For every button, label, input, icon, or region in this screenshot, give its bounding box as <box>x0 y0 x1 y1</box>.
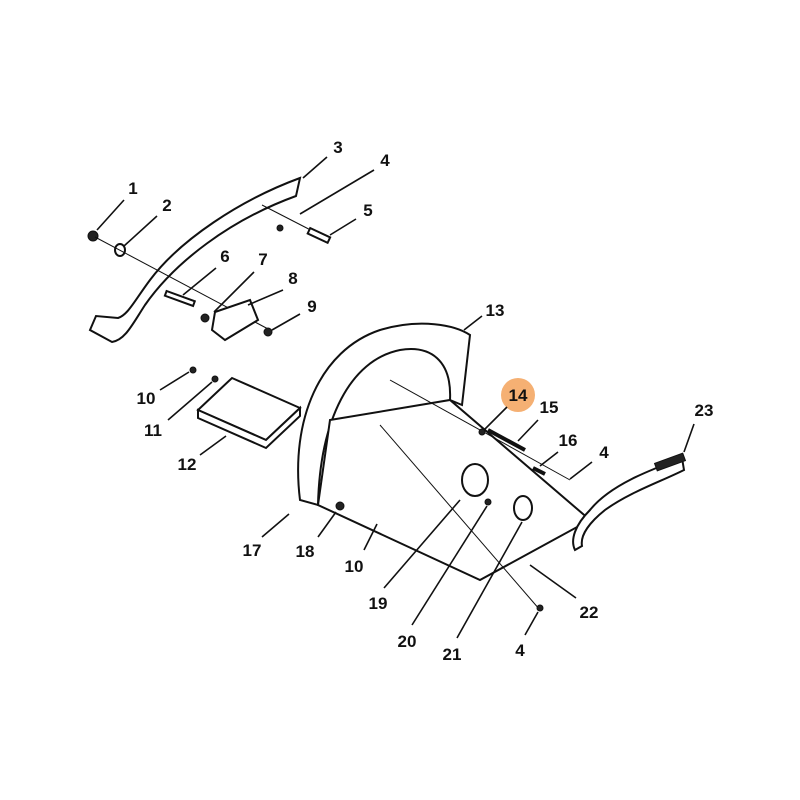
part-handle <box>572 456 686 552</box>
callout-18[interactable]: 18 <box>296 542 315 561</box>
callout-6[interactable]: 6 <box>220 247 229 266</box>
callout-17[interactable]: 17 <box>243 541 262 560</box>
callout-20[interactable]: 20 <box>398 632 417 651</box>
part-ring <box>513 495 533 521</box>
callout-7[interactable]: 7 <box>258 250 267 269</box>
part-knob <box>87 230 99 242</box>
part-housing <box>316 398 592 582</box>
part-pin <box>306 226 332 245</box>
callout-19[interactable]: 19 <box>369 594 388 613</box>
callout-11[interactable]: 11 <box>144 421 162 440</box>
part-screw <box>276 224 284 232</box>
part-guard <box>297 322 472 507</box>
highlight-marker[interactable] <box>501 378 535 412</box>
callout-10[interactable]: 10 <box>345 557 364 576</box>
callout-10[interactable]: 10 <box>137 389 156 408</box>
callout-22[interactable]: 22 <box>580 603 599 622</box>
callout-4[interactable]: 4 <box>599 443 609 462</box>
callout-8[interactable]: 8 <box>288 269 297 288</box>
callout-14[interactable]: 14 <box>509 386 528 405</box>
part-screw <box>536 604 544 612</box>
part-screw <box>484 498 492 506</box>
callout-4[interactable]: 4 <box>515 641 525 660</box>
callout-15[interactable]: 15 <box>540 398 559 417</box>
part-arm <box>88 176 302 344</box>
part-nut <box>263 327 273 337</box>
callout-12[interactable]: 12 <box>178 455 197 474</box>
callout-labels: 1 2 3 4 5 6 7 8 9 10 11 12 13 14 15 16 4… <box>128 138 713 664</box>
part-nut <box>335 501 345 511</box>
part-bearing <box>461 463 489 497</box>
callout-13[interactable]: 13 <box>486 301 505 320</box>
part-handle-grip <box>653 452 687 472</box>
part-washer-small <box>211 375 219 383</box>
callout-5[interactable]: 5 <box>363 201 372 220</box>
part-screw <box>478 428 486 436</box>
callout-4[interactable]: 4 <box>380 151 390 170</box>
part-bracket-plate <box>210 298 260 342</box>
leader-lines <box>96 156 695 639</box>
callout-3[interactable]: 3 <box>333 138 342 157</box>
part-pin-small <box>532 466 546 476</box>
part-spring <box>487 428 526 452</box>
callout-23[interactable]: 23 <box>695 401 714 420</box>
part-tray-edge <box>197 405 301 450</box>
part-nut <box>200 313 210 323</box>
parts <box>87 176 687 612</box>
callout-21[interactable]: 21 <box>443 645 462 664</box>
callout-2[interactable]: 2 <box>162 196 171 215</box>
callout-9[interactable]: 9 <box>307 297 316 316</box>
axis-line <box>379 424 541 611</box>
part-bolt <box>163 289 197 308</box>
callout-1[interactable]: 1 <box>128 179 137 198</box>
part-screw <box>189 366 197 374</box>
callout-16[interactable]: 16 <box>559 431 578 450</box>
